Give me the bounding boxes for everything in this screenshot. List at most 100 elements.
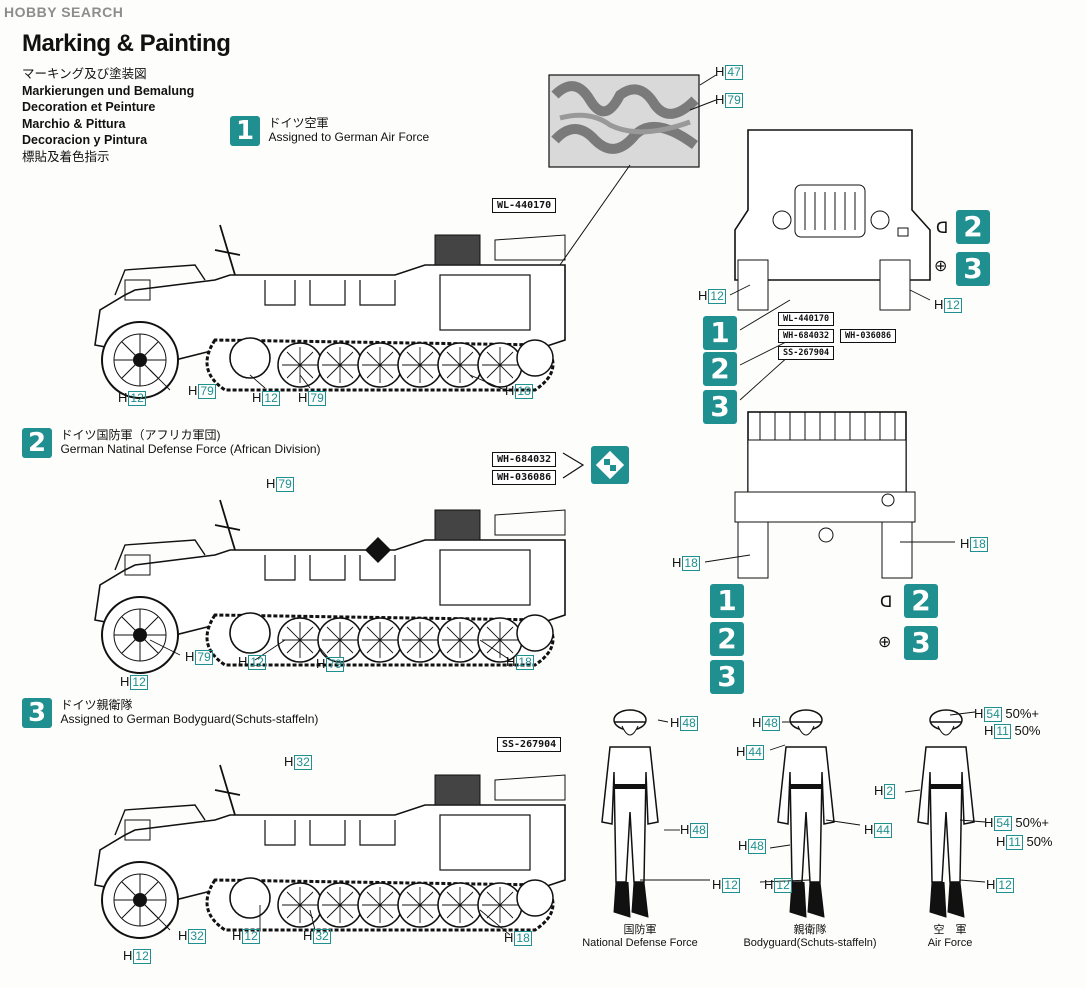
rear-badge-2: 2 bbox=[710, 622, 744, 656]
callout-number: 12 bbox=[128, 391, 146, 406]
watermark: HOBBY SEARCH bbox=[4, 4, 124, 20]
section-3-header: 3 ドイツ親衛隊 Assigned to German Bodyguard(Sc… bbox=[22, 698, 318, 728]
callout-prefix: H bbox=[178, 928, 188, 943]
callout-number: 12 bbox=[262, 391, 280, 406]
front-plate-3: SS-267904 bbox=[778, 346, 835, 360]
callout-prefix: H bbox=[188, 383, 198, 398]
callout-number: 12 bbox=[996, 878, 1014, 893]
callout-number: 48 bbox=[680, 716, 698, 731]
callout-number: 18 bbox=[516, 655, 534, 670]
callout-number: 79 bbox=[326, 657, 344, 672]
callout-number: 18 bbox=[970, 537, 988, 552]
section-1-badge: 1 bbox=[230, 116, 260, 146]
section-1-en: Assigned to German Air Force bbox=[268, 130, 430, 144]
callout-prefix: H bbox=[996, 834, 1006, 849]
front-badge-1: 1 bbox=[703, 316, 737, 350]
callout-prefix: H bbox=[984, 815, 994, 830]
front-badge-2: 2 bbox=[703, 352, 737, 386]
callout-number: 47 bbox=[725, 65, 743, 80]
callout-number: 18 bbox=[514, 931, 532, 946]
subtitle-jp: マーキング及び塗装図 bbox=[22, 67, 147, 81]
callout-number: 12 bbox=[708, 289, 726, 304]
callout-number: 11 bbox=[1006, 835, 1023, 850]
section-3-en: Assigned to German Bodyguard(Schuts-staf… bbox=[60, 712, 319, 726]
callout-number: 48 bbox=[748, 839, 766, 854]
plate-ss-267904: SS-267904 bbox=[497, 737, 562, 752]
cross-circle-icon: ⊕ bbox=[934, 258, 948, 275]
front-right-badge-2: 2 bbox=[956, 210, 990, 244]
callout-number: 54 bbox=[984, 707, 1002, 722]
callout-prefix: H bbox=[715, 64, 725, 79]
callout-prefix: H bbox=[670, 715, 680, 730]
figure-label-airforce-jp: 空 軍 bbox=[933, 924, 967, 936]
callout-number: 12 bbox=[248, 655, 266, 670]
rear-badge-3: 3 bbox=[710, 660, 744, 694]
callout-prefix: H bbox=[505, 383, 515, 398]
callout-percent: 50%+ bbox=[1011, 815, 1049, 830]
rear-right-badge-2: 2 bbox=[904, 584, 938, 618]
figure-label-national-en: National Defense Force bbox=[582, 937, 698, 949]
callout-number: 12 bbox=[133, 949, 151, 964]
callout-number: 18 bbox=[682, 556, 700, 571]
rear-right-badge-3: 3 bbox=[904, 626, 938, 660]
figure-label-national: 国防軍 National Defense Force bbox=[575, 924, 705, 950]
section-1-jp: ドイツ空軍 bbox=[268, 116, 329, 130]
figure-label-bodyguard: 親衛隊 Bodyguard(Schuts-staffeln) bbox=[730, 924, 890, 950]
callout-number: 79 bbox=[276, 477, 294, 492]
callout-percent: 50% bbox=[1010, 723, 1041, 738]
callout-prefix: H bbox=[752, 715, 762, 730]
callout-number: 48 bbox=[762, 716, 780, 731]
callout-prefix: H bbox=[504, 930, 514, 945]
callout-prefix: H bbox=[986, 877, 996, 892]
front-plate-1: WL-440170 bbox=[778, 312, 835, 326]
callout-number: 54 bbox=[994, 816, 1012, 831]
section-3-badge: 3 bbox=[22, 698, 52, 728]
callout-number: 2 bbox=[884, 784, 896, 799]
callout-prefix: H bbox=[123, 948, 133, 963]
plate-wh-684032: WH-684032 bbox=[492, 452, 557, 467]
section-3-jp: ドイツ親衛隊 bbox=[60, 698, 133, 712]
afrika-emblem-icon bbox=[591, 446, 629, 484]
front-plate-2b: WH-036086 bbox=[840, 329, 897, 343]
callout-prefix: H bbox=[266, 476, 276, 491]
callout-prefix: H bbox=[316, 656, 326, 671]
callout-prefix: H bbox=[672, 555, 682, 570]
section-2-badge: 2 bbox=[22, 428, 52, 458]
callout-prefix: H bbox=[252, 390, 262, 405]
subtitle-it: Marchio & Pittura bbox=[22, 116, 126, 131]
callout-prefix: H bbox=[698, 288, 708, 303]
callout-prefix: H bbox=[506, 654, 516, 669]
callout-number: 12 bbox=[722, 878, 740, 893]
figure-label-airforce-en: Air Force bbox=[927, 937, 973, 949]
section-2-en: German Natinal Defense Force (African Di… bbox=[60, 442, 321, 456]
callout-prefix: H bbox=[974, 706, 984, 721]
callout-number: 79 bbox=[725, 93, 743, 108]
callout-prefix: H bbox=[715, 92, 725, 107]
figure-label-national-jp: 国防軍 bbox=[623, 924, 657, 936]
section-2-jp: ドイツ国防軍（アフリカ軍団) bbox=[60, 428, 221, 442]
rear-cross-circle-icon: ⊕ bbox=[878, 634, 892, 651]
callout-number: 12 bbox=[242, 929, 260, 944]
